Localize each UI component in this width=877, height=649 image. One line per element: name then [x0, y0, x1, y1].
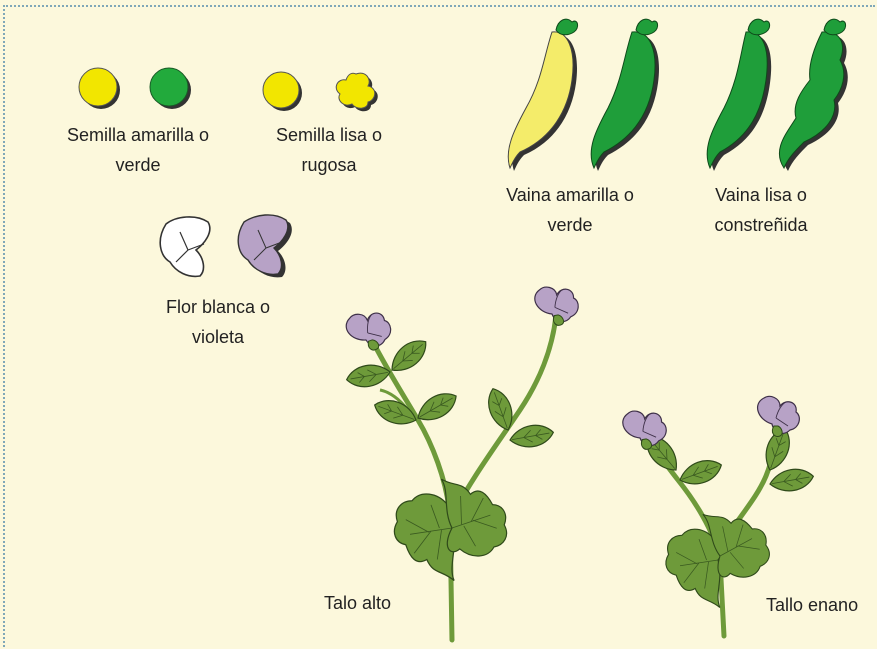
dotted-frame: [3, 5, 875, 647]
green-seed: [149, 67, 191, 109]
seed-color-line-1: Semilla amarilla o: [66, 125, 210, 145]
white-flower: [159, 216, 211, 278]
wrinkled-seed: [335, 72, 378, 112]
seed-shape-line-1: Semilla lisa o: [275, 125, 383, 145]
flower-color-line-2: violeta: [191, 327, 245, 347]
seed-shape-line-2: rugosa: [301, 155, 357, 175]
seed-color-label: Semilla amarilla o verde: [50, 120, 226, 180]
pod-shape-line-2: constreñida: [714, 215, 808, 235]
pod-color-line-1: Vaina amarilla o: [506, 185, 634, 205]
smooth-pod: [706, 18, 772, 171]
green-pod: [590, 18, 660, 171]
flower-color-line-1: Flor blanca o: [165, 297, 271, 317]
violet-flower: [237, 214, 292, 278]
dwarf-plant: [620, 395, 816, 639]
tall-stem-label: Talo alto: [324, 593, 392, 613]
pod-shape-label: Vaina lisa o constreñida: [696, 180, 826, 240]
yellow-seed: [78, 67, 120, 109]
pod-shape-line-1: Vaina lisa o: [715, 185, 807, 205]
constricted-pod: [778, 18, 848, 171]
tall-plant: [342, 281, 582, 643]
seed-shape-label: Semilla lisa o rugosa: [262, 120, 396, 180]
flower-color-label: Flor blanca o violeta: [150, 292, 286, 352]
pod-color-line-2: verde: [547, 215, 593, 235]
yellow-pod: [507, 18, 579, 171]
pod-color-label: Vaina amarilla o verde: [490, 180, 650, 240]
dwarf-stem-label: Tallo enano: [766, 595, 859, 615]
smooth-seed: [262, 71, 302, 111]
seed-color-line-2: verde: [115, 155, 161, 175]
